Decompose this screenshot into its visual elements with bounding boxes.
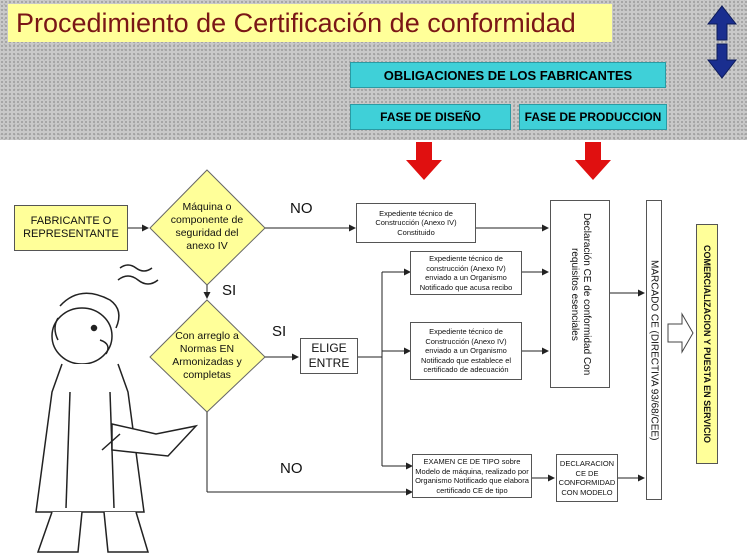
declaracion-ce-box: Declaración CE de conformidad Con requis… (550, 200, 610, 388)
expediente-certificado-box: Expediente técnico de Construcción (Anex… (410, 322, 522, 380)
no-label: NO (280, 460, 303, 477)
expediente-acusa-recibo-box: Expediente técnico de construcción (Anex… (410, 251, 522, 295)
marcado-ce-box: MARCADO CE (DIRECTIVA 93/68/CEE) (646, 200, 662, 500)
expediente-constituido-box: Expediente técnico de Construcción (Anex… (356, 203, 476, 243)
red-arrow-icon (406, 142, 442, 180)
si-label: SI (222, 282, 236, 299)
engineer-illustration (36, 265, 196, 552)
no-label: NO (290, 200, 313, 217)
comercializacion-box: COMERCIALIZACION Y PUESTA EN SERVICIO (696, 224, 718, 464)
red-arrow-icon (575, 142, 611, 180)
fabricante-box: FABRICANTE O REPRESENTANTE (14, 205, 128, 251)
decision-normas-text: Con arreglo a Normas EN Armonizadas y co… (166, 330, 248, 382)
decision-machine-annex-text: Máquina o componente de seguridad del an… (168, 201, 246, 253)
si-label: SI (272, 323, 286, 340)
declaracion-modelo-box: DECLARACION CE DE CONFORMIDAD CON MODELO (556, 454, 618, 502)
examen-ce-tipo-box: EXAMEN CE DE TIPO sobre Modelo de máquin… (412, 454, 532, 498)
hollow-arrow-icon (668, 314, 693, 352)
elige-entre-box: ELIGE ENTRE (300, 338, 358, 374)
